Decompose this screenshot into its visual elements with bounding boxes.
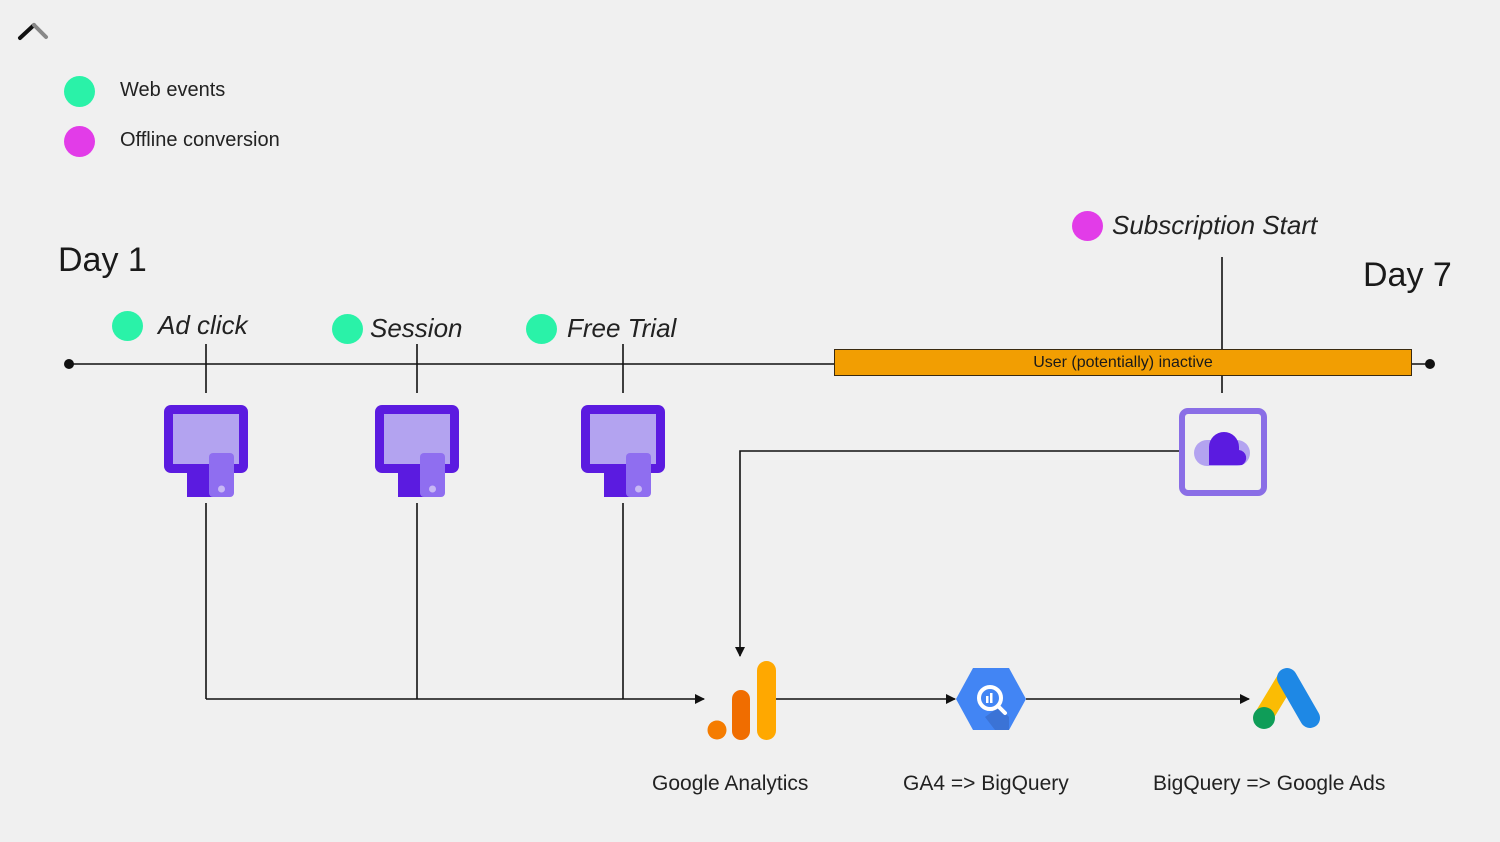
collapse-button[interactable] (14, 16, 54, 46)
inactive-period-label: User (potentially) inactive (1033, 353, 1213, 371)
day-start-label: Day 1 (58, 241, 147, 279)
day-end-label: Day 7 (1363, 256, 1452, 294)
subscription-label: Subscription Start (1112, 210, 1318, 240)
ad-click-label: Ad click (158, 310, 248, 340)
subscription-dot (1072, 211, 1103, 241)
ad-click-dot (112, 311, 143, 341)
free-trial-dot (526, 314, 557, 344)
legend-label: Offline conversion (120, 129, 280, 151)
offline-to-ga-arrow (735, 450, 1180, 657)
session-dot (332, 314, 363, 344)
chevron-up-icon (18, 23, 48, 40)
google-analytics-label: Google Analytics (652, 772, 809, 795)
timeline-axis (64, 359, 1435, 369)
bigquery-icon (956, 668, 1026, 730)
timeline-end-point (1425, 359, 1435, 369)
inactive-period-bar: User (potentially) inactive (834, 349, 1412, 376)
cloud-icon (1179, 408, 1267, 496)
web-events-legend-dot (64, 76, 95, 107)
legend-label: Web events (120, 79, 226, 101)
google-ads-icon (1253, 668, 1320, 729)
google-analytics-icon (707, 661, 776, 740)
bigquery-google-ads-label: BigQuery => Google Ads (1153, 772, 1386, 795)
free-trial-label: Free Trial (567, 313, 677, 343)
offline-conversion-legend-dot (64, 126, 95, 157)
timeline-start-point (64, 359, 74, 369)
session-label: Session (370, 313, 463, 343)
desktop-device-icon (375, 405, 459, 497)
desktop-device-icon (164, 405, 248, 497)
desktop-device-icon (581, 405, 665, 497)
ga4-bigquery-label: GA4 => BigQuery (903, 772, 1069, 795)
